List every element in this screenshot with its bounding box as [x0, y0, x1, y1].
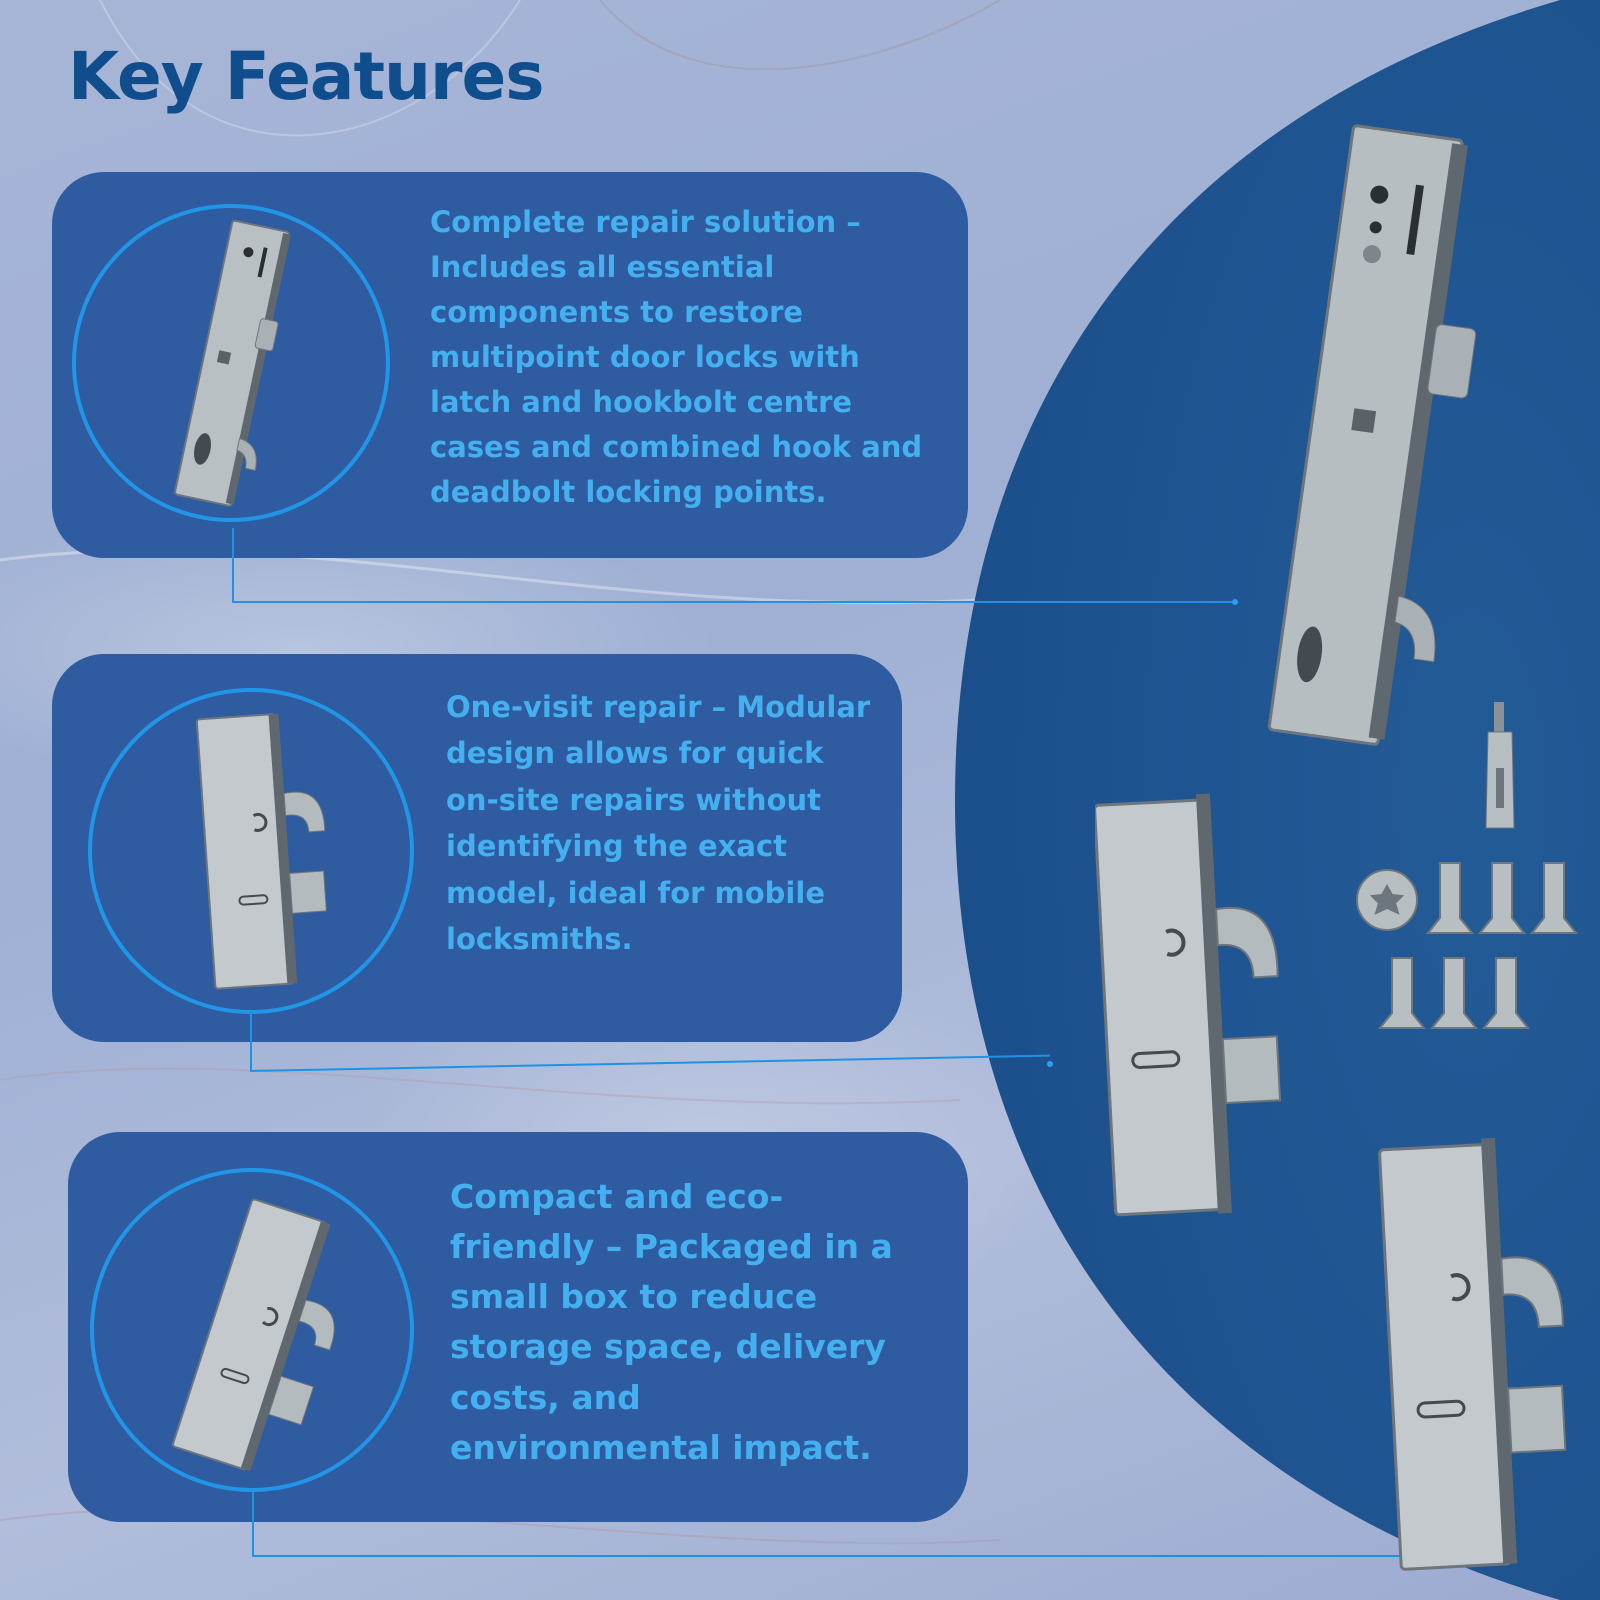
feature-text: Complete repair solution – Includes all …	[430, 205, 923, 509]
lock-case-hook-image	[1095, 793, 1282, 1217]
lock-case-hook-image	[172, 1198, 335, 1472]
feature-image-ring	[88, 688, 414, 1014]
connector-line-3	[252, 1490, 254, 1556]
screw-set-image	[1356, 862, 1579, 1029]
connector-dot-1	[1232, 599, 1238, 605]
feature-image-ring	[72, 204, 390, 522]
feature-image-ring	[90, 1168, 414, 1492]
page-title: Key Features	[68, 38, 545, 115]
lock-case-hook-image	[195, 713, 327, 990]
feature-text: One-visit repair – Modular design allows…	[446, 690, 871, 956]
connector-line-1	[232, 601, 1236, 603]
connector-line-3	[252, 1555, 1442, 1557]
feature-text: Compact and eco-friendly – Packaged in a…	[450, 1177, 893, 1467]
connector-line-1	[232, 528, 234, 602]
connector-dot-2	[1047, 1061, 1053, 1067]
lock-case-tall-image	[174, 219, 291, 507]
feature-card-2: One-visit repair – Modular design allows…	[52, 654, 902, 1042]
torx-bit-image	[1485, 702, 1515, 829]
feature-card-1: Complete repair solution – Includes all …	[52, 172, 968, 558]
lock-case-tall-image	[1267, 124, 1477, 746]
connector-line-2	[250, 1012, 252, 1070]
feature-card-3: Compact and eco-friendly – Packaged in a…	[68, 1132, 968, 1522]
lock-case-hook-image	[1378, 1137, 1567, 1571]
